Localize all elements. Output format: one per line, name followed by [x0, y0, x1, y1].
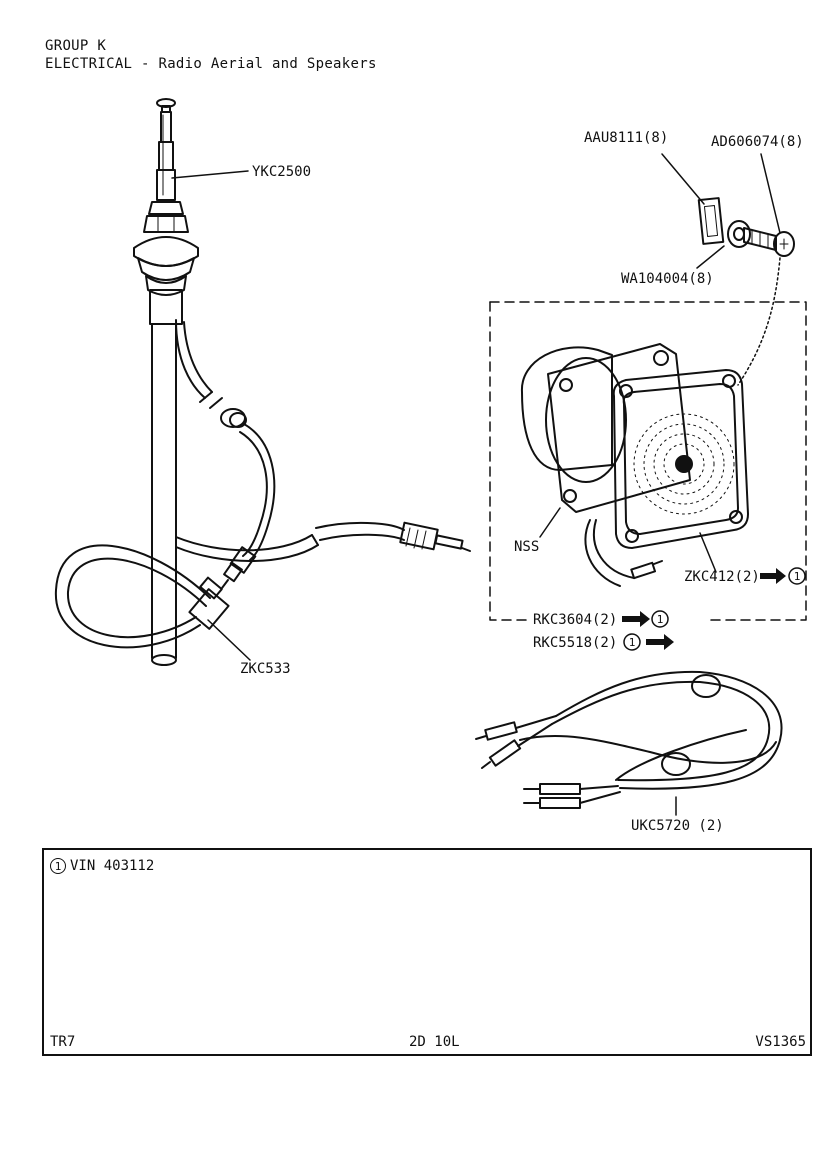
circled-one-icon: 1 [50, 858, 66, 874]
ref-number: 1 [794, 570, 801, 583]
footer-code: 2D 10L [409, 1034, 460, 1050]
speaker-drawing [520, 343, 749, 587]
notes-panel: 1 VIN 403112 TR7 2D 10L VS1365 [42, 848, 812, 1056]
group-heading: GROUP K [45, 38, 107, 54]
fixing-parts [697, 197, 795, 257]
section-title: ELECTRICAL - Radio Aerial and Speakers [45, 56, 377, 72]
label-zkc533: ZKC533 [240, 661, 291, 677]
ref-number: 1 [629, 636, 636, 649]
arrow-right-icon [622, 568, 786, 650]
label-rkc3604: RKC3604(2) [533, 612, 617, 628]
label-wa104004: WA104004(8) [621, 271, 714, 287]
label-aau8111: AAU8111(8) [584, 130, 668, 146]
footer-ref: VS1365 [755, 1034, 806, 1050]
note-vin: 1 VIN 403112 [50, 858, 154, 874]
note-text: VIN 403112 [70, 858, 155, 874]
ref-number: 1 [657, 613, 664, 626]
label-zkc412: ZKC412(2) [684, 569, 760, 585]
label-rkc5518: RKC5518(2) [533, 635, 617, 651]
footer-model: TR7 [50, 1034, 76, 1050]
circled-one-icon [623, 567, 806, 651]
aerial-drawing [54, 98, 471, 666]
label-ad606074: AD606074(8) [711, 134, 804, 150]
label-ukc5720: UKC5720 (2) [631, 818, 724, 834]
label-ykc2500: YKC2500 [252, 164, 311, 180]
label-nss: NSS [514, 539, 539, 555]
harness-drawing [475, 670, 783, 809]
